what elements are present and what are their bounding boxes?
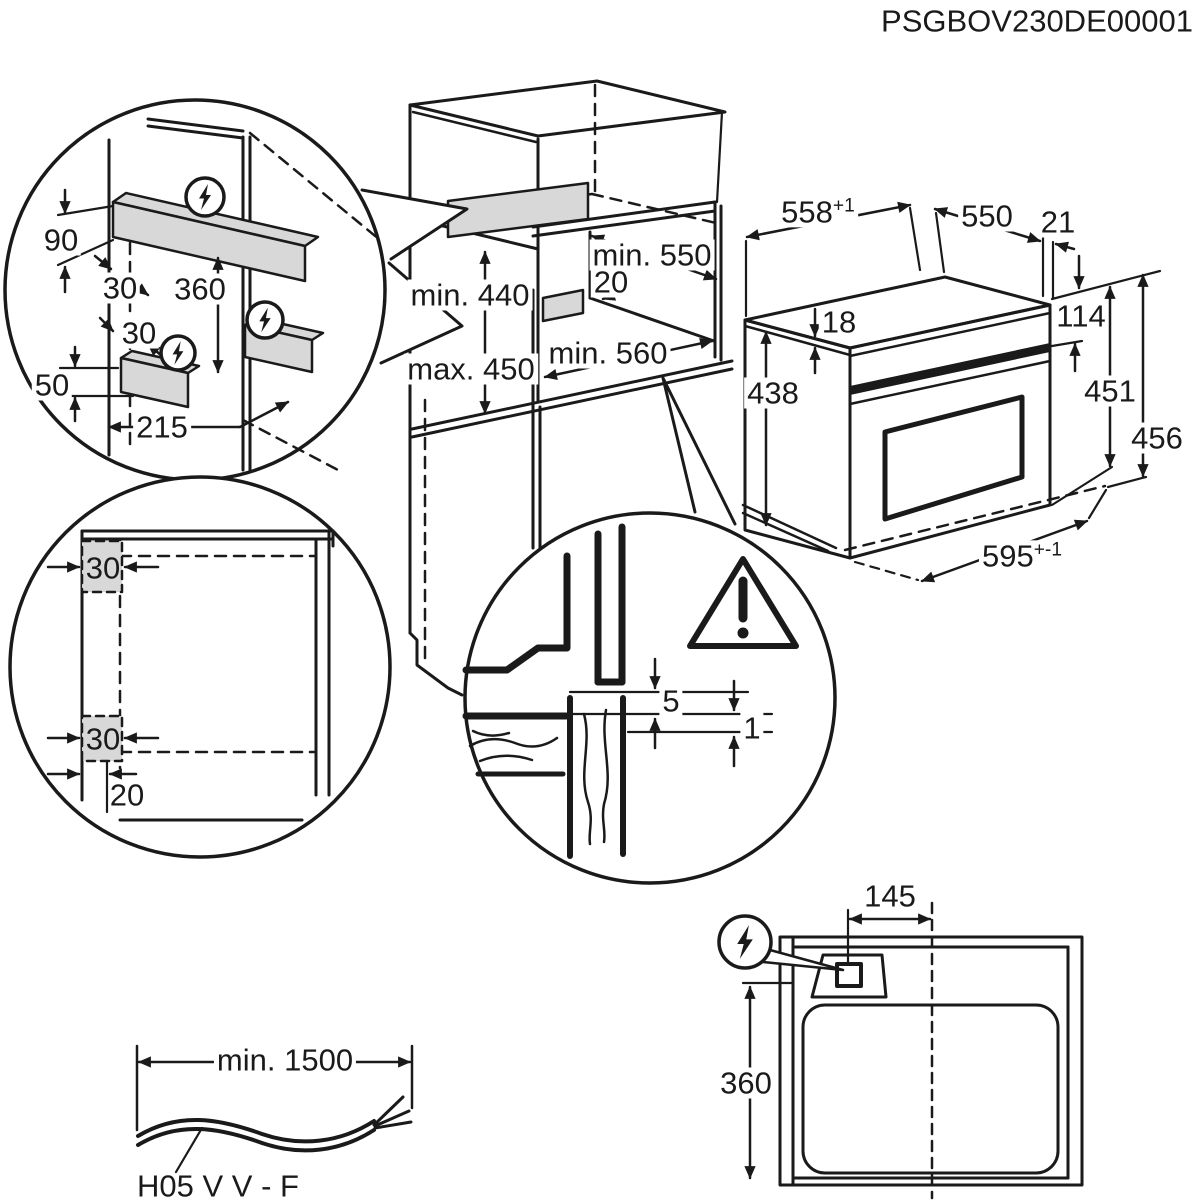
dim-label-360-top-view: 360 [717, 1067, 775, 1099]
oven-door-window [882, 394, 1025, 522]
dim-label-30-mid: 30 [118, 317, 160, 349]
dim-label-595: 595+-1 [978, 540, 1066, 572]
power-cable-drawing [135, 1044, 414, 1174]
dim-label-550: 550 [958, 200, 1016, 232]
lightning-bolt-icon [717, 914, 773, 970]
lightning-bolt-icon [159, 334, 197, 372]
dim-label-min560: min. 560 [545, 337, 671, 369]
electrical-connection-box [835, 962, 863, 988]
dim-label-30-plan-bottom: 30 [85, 721, 121, 757]
dim-label-cable-length: min. 1500 [213, 1044, 357, 1076]
dim-label-90: 90 [40, 224, 82, 256]
oven-dimensions [744, 201, 1162, 583]
dim-label-5: 5 [659, 685, 683, 717]
dim-label-145: 145 [861, 880, 919, 912]
dim-label-215: 215 [133, 411, 191, 443]
cabinet-isometric [408, 79, 734, 697]
warning-triangle-icon [687, 556, 799, 649]
dim-label-20-plan: 20 [109, 777, 145, 813]
oven-isometric [741, 275, 1052, 560]
oven-handle [850, 343, 1050, 395]
mounting-strip-niche [541, 288, 585, 323]
dim-label-20-cab: 20 [590, 266, 632, 298]
dim-label-18: 18 [818, 306, 860, 338]
dim-label-30-plan-top: 30 [85, 550, 121, 586]
cable-type-label: H05 V V - F [137, 1168, 299, 1200]
dim-label-max450: max. 450 [404, 353, 538, 385]
dim-label-30-top: 30 [99, 272, 141, 304]
detail-circle-plan-view [8, 475, 392, 859]
side-gap-zone-bottom [80, 714, 124, 763]
dim-label-451: 451 [1081, 375, 1139, 407]
lightning-bolt-icon [184, 176, 226, 218]
dim-label-558: 558+1 [778, 196, 858, 228]
connection-zone-top [111, 200, 307, 283]
mounting-strip-upper [446, 181, 590, 239]
document-code: PSGBOV230DE00001 [881, 3, 1193, 39]
dim-label-456: 456 [1128, 422, 1186, 454]
side-gap-zone-top [80, 539, 124, 594]
oven-top-view [717, 901, 1084, 1200]
detail-circle-gap [462, 511, 837, 885]
dim-label-114: 114 [1053, 300, 1109, 332]
dim-label-21: 21 [1037, 206, 1079, 238]
dim-label-1: 1 [740, 712, 764, 744]
dim-label-438: 438 [744, 377, 802, 409]
dim-label-min440: min. 440 [407, 279, 533, 311]
callout-wedges [360, 188, 737, 526]
dim-label-360: 360 [171, 273, 229, 305]
dim-label-50: 50 [31, 369, 73, 401]
lightning-bolt-icon [245, 300, 285, 340]
